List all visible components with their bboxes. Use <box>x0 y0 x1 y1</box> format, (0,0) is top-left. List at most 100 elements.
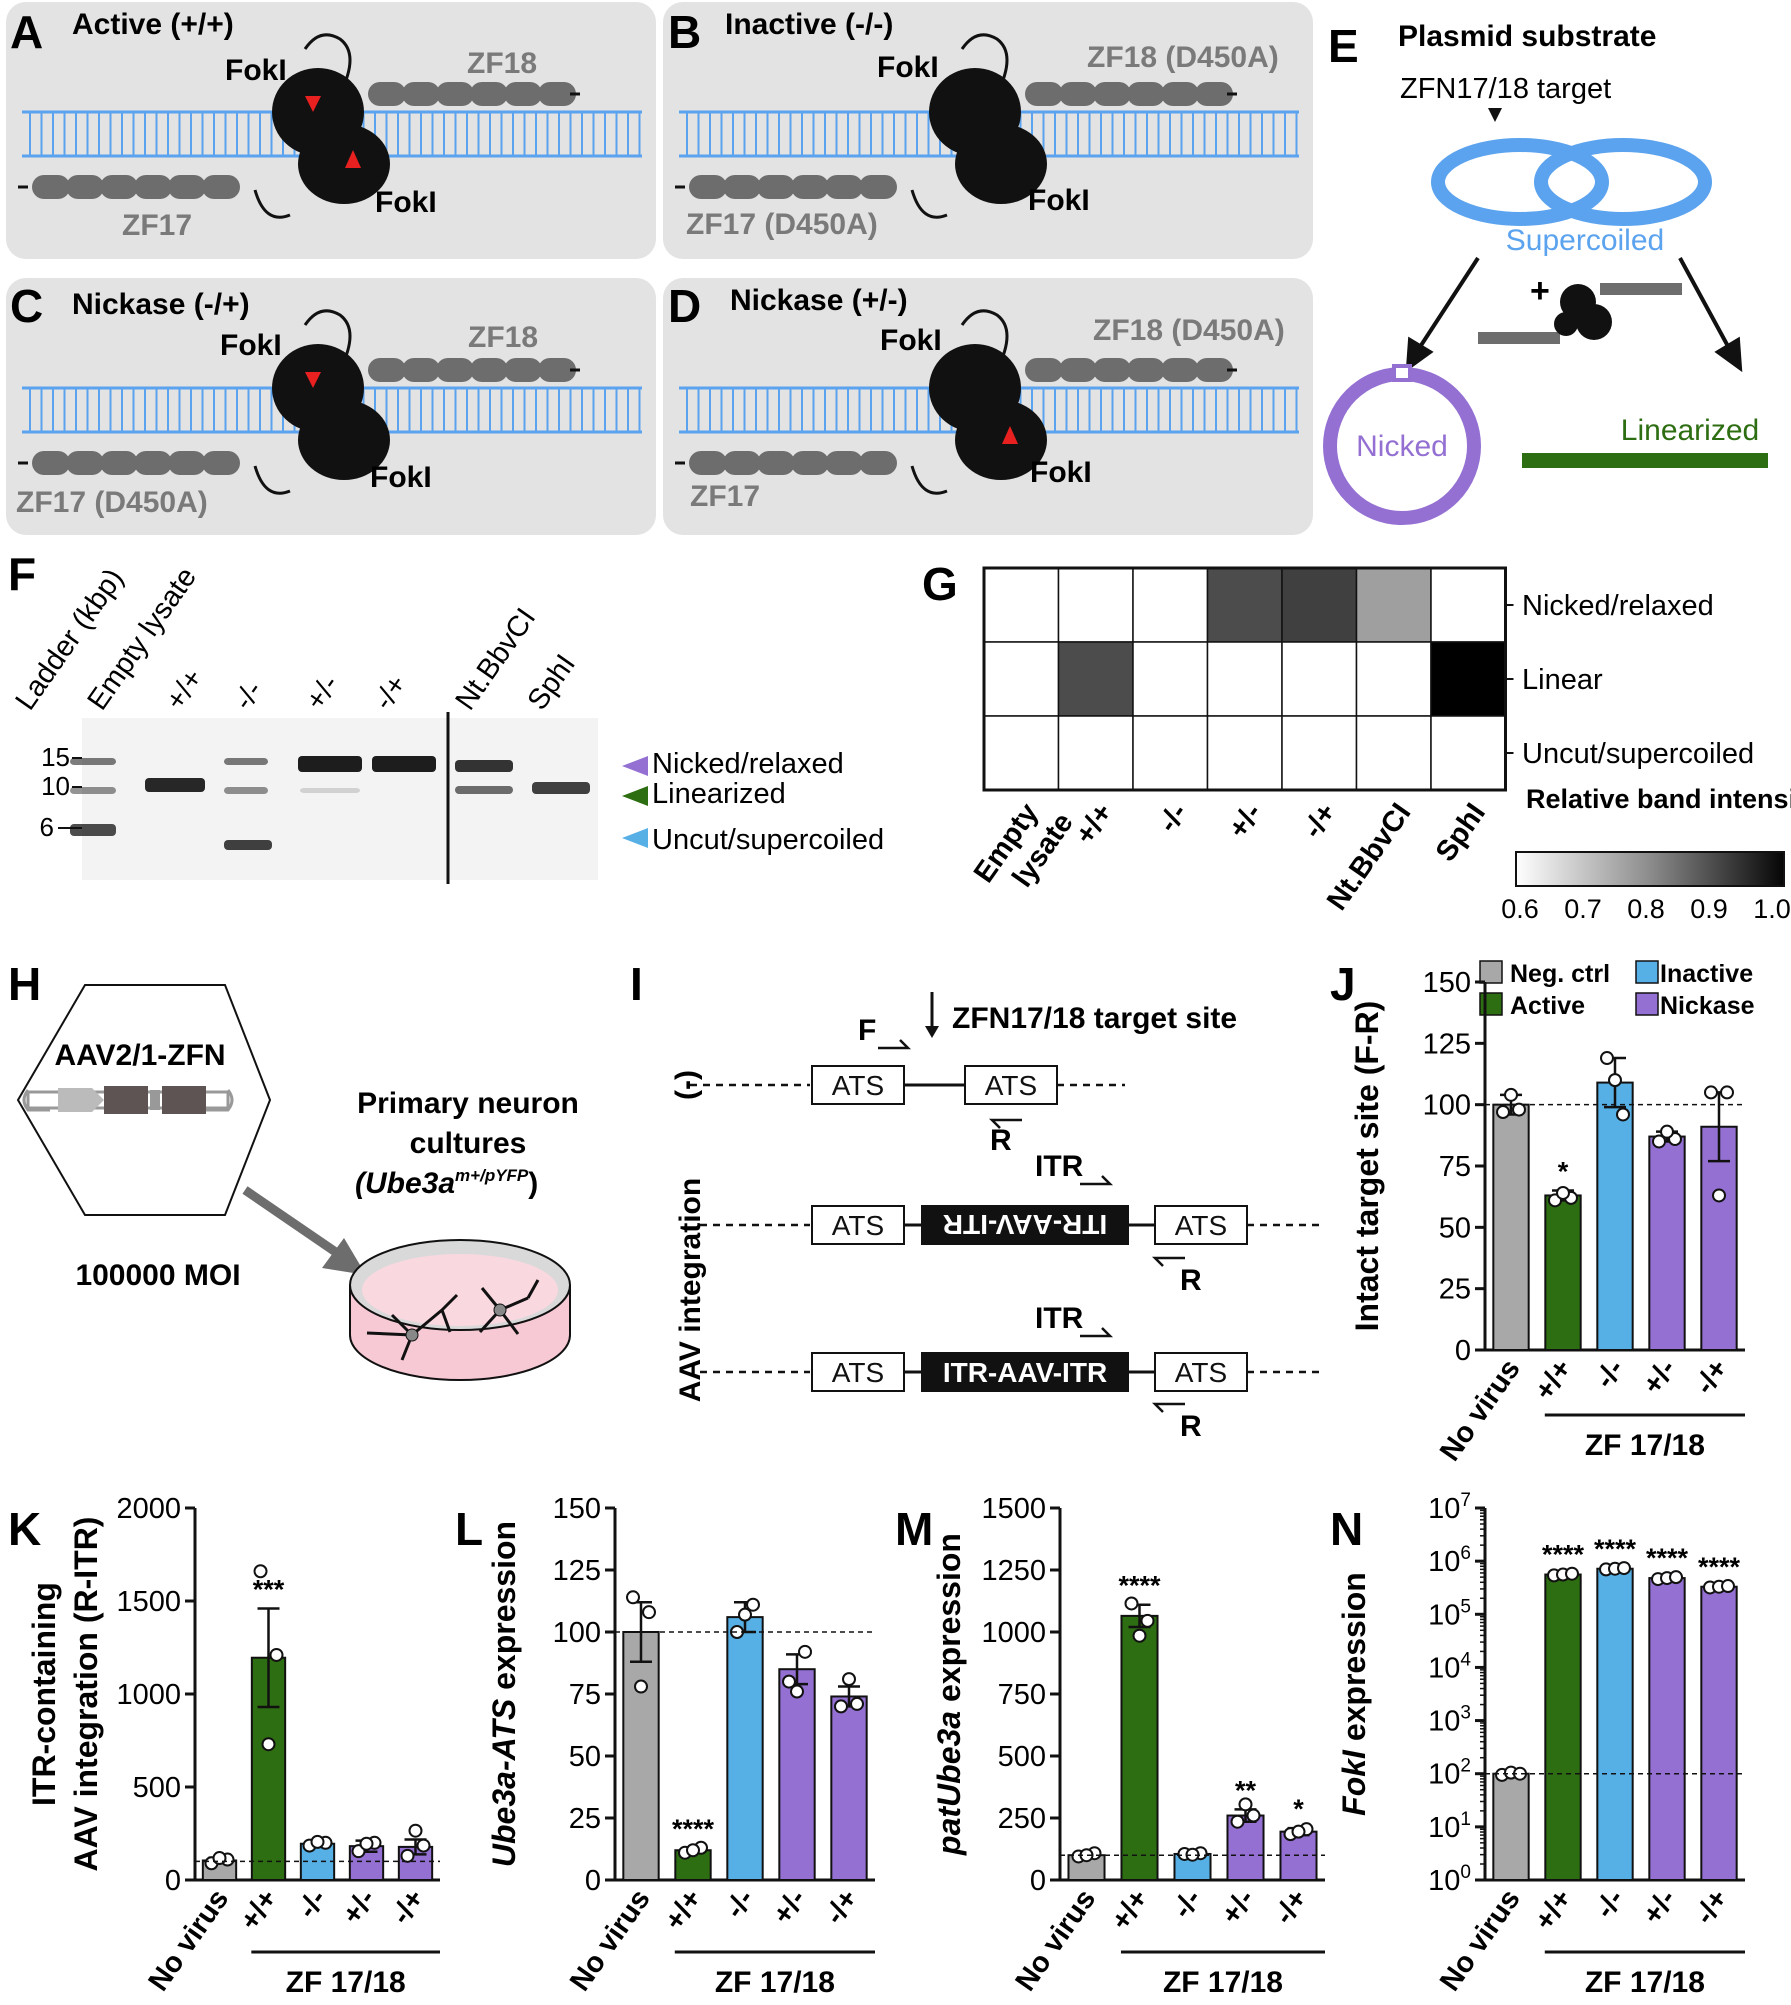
zf-bead <box>32 451 70 475</box>
y-tick-label: 1500 <box>116 1586 181 1618</box>
e-plus: + <box>1530 272 1550 310</box>
y-axis-label: Ube3a-ATS expression <box>486 1521 522 1867</box>
g-scale-title: Relative band intensity: <box>1526 784 1791 814</box>
heatmap-cell <box>1132 715 1209 791</box>
heatmap-cell <box>1430 715 1507 791</box>
i-target-arrowhead <box>925 1026 939 1038</box>
category-label: +/- <box>1637 1354 1683 1401</box>
gel-lane-labels: Ladder (kbp)Empty lysate+/+-/-+/--/+Nt.B… <box>10 562 582 716</box>
e-arrows <box>1405 256 1743 373</box>
b-foki-bot: FokI <box>1028 184 1090 217</box>
y-tick-label: 500 <box>998 1741 1046 1773</box>
gel-lane-label: -/- <box>228 675 270 716</box>
heatmap-col-label: -/+ <box>1297 798 1343 845</box>
data-point <box>738 1607 752 1622</box>
data-point <box>1608 1073 1622 1088</box>
b-zf17: ZF17 (D450A) <box>686 208 878 241</box>
zf-bead <box>504 82 542 106</box>
heatmap-cell <box>1281 567 1358 643</box>
significance-label: *** <box>253 1574 285 1604</box>
heatmap-cell <box>1430 641 1507 717</box>
heatmap-cell <box>1206 715 1283 791</box>
data-point <box>746 1597 760 1612</box>
y-tick-label: 750 <box>998 1679 1046 1711</box>
data-point <box>253 1564 268 1579</box>
zf-bead <box>100 175 138 199</box>
zf-bead <box>134 175 172 199</box>
category-label: -/+ <box>819 1884 865 1931</box>
data-point <box>1556 1185 1570 1200</box>
gel-band <box>70 758 116 765</box>
category-label: -/- <box>1589 1354 1631 1395</box>
significance-label: * <box>1293 1794 1304 1824</box>
category-label: No virus <box>1434 1884 1527 1997</box>
data-point <box>850 1696 864 1711</box>
panel-label-m: M <box>895 1503 933 1555</box>
y-tick-label: 1500 <box>981 1493 1046 1525</box>
data-point <box>1565 1566 1579 1581</box>
y-tick-label: 106 <box>1428 1543 1471 1578</box>
c-zf18: ZF18 <box>468 321 538 354</box>
f-band-uncut: Uncut/supercoiled <box>652 824 884 856</box>
heatmap-cell <box>1355 715 1432 791</box>
bar <box>1544 1573 1582 1882</box>
y-tick-label: 500 <box>133 1772 181 1804</box>
h-moi-label: 100000 MOI <box>75 1259 240 1292</box>
significance-label: **** <box>1542 1540 1585 1570</box>
heatmap-cell <box>1355 641 1432 717</box>
y-tick-label: 75 <box>1439 1151 1471 1183</box>
data-point <box>408 1823 423 1838</box>
d-foki-bot: FokI <box>1030 456 1092 489</box>
significance-label: * <box>1558 1157 1569 1187</box>
ats-label: ATS <box>1175 1210 1227 1241</box>
data-point <box>1652 1134 1666 1149</box>
heatmap-row-label: Linear <box>1522 664 1603 696</box>
zfn-diagram-b <box>675 33 1299 219</box>
panel-title-c: Nickase (-/+) <box>72 288 250 321</box>
colorbar-tick-label: 0.7 <box>1564 894 1602 924</box>
primer-arrow <box>1080 1175 1114 1186</box>
data-point <box>1660 1124 1674 1139</box>
y-tick-label: 100 <box>553 1617 601 1649</box>
zf-bead <box>202 451 240 475</box>
aav-genome-icon <box>22 1086 234 1114</box>
panel-label-n: N <box>1330 1503 1363 1555</box>
bar <box>622 1631 660 1881</box>
panel-label-l: L <box>455 1503 483 1555</box>
data-point <box>686 1843 700 1858</box>
linker <box>303 309 352 371</box>
zf-bead <box>1161 358 1199 382</box>
zf-bead <box>723 451 761 475</box>
group-label: ZF 17/18 <box>286 1966 406 1999</box>
gel-band <box>372 756 436 772</box>
data-point <box>269 1647 284 1662</box>
legend-nickase: Nickase <box>1660 992 1755 1020</box>
zf-bead <box>66 175 104 199</box>
ats-label: ATS <box>832 1210 884 1241</box>
ats-label: ATS <box>985 1070 1037 1101</box>
zf-bead <box>1127 82 1165 106</box>
foki-domain-bottom <box>298 400 390 480</box>
y-axis-label: patUbe3a expression <box>931 1533 967 1856</box>
zf-bead <box>32 175 70 199</box>
zfn-diagram-a <box>18 33 642 219</box>
foki-domain-bottom <box>955 400 1047 480</box>
a-foki-top: FokI <box>225 54 287 87</box>
gel-band <box>532 782 590 794</box>
y-tick-label: 0 <box>165 1865 181 1897</box>
zf-bead <box>1127 358 1165 382</box>
data-point <box>261 1737 276 1752</box>
h-genotype: (Ube3am+/pYFP) <box>355 1166 538 1200</box>
heatmap-cell <box>1057 715 1134 791</box>
y-tick-label: 250 <box>998 1803 1046 1835</box>
gel-band <box>145 778 205 792</box>
cassette-label: ITR-AAV-ITR <box>943 1357 1107 1388</box>
significance-label: **** <box>1646 1543 1689 1573</box>
y-tick-label: 0 <box>1455 1335 1471 1367</box>
bar <box>1544 1194 1582 1351</box>
bar <box>1492 1103 1530 1351</box>
bar <box>830 1695 868 1881</box>
